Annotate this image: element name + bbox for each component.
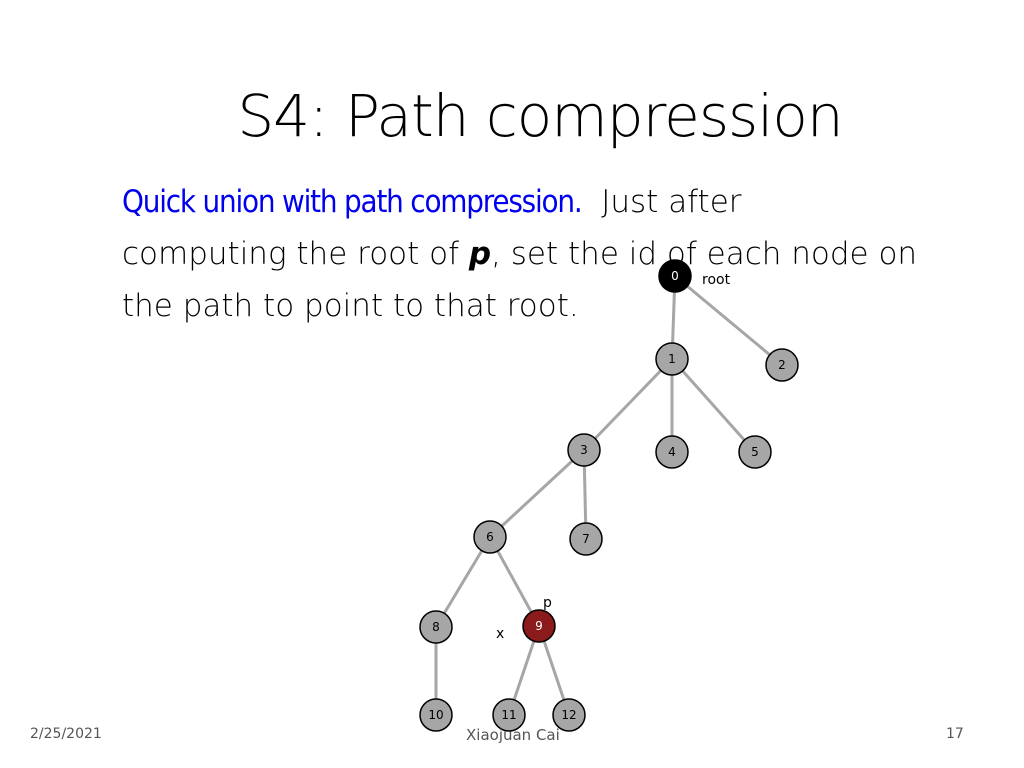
tree-edge-1-3 [582,357,674,452]
footer-date: 2/25/2021 [30,726,102,742]
tree-node-circle-3 [567,433,601,467]
body-p-variable: p [468,236,492,272]
tree-node-8: 8 [419,610,453,644]
tree-node-label-7: 7 [582,532,590,546]
tree-edge-0-2 [674,274,783,367]
tree-edge-6-9 [488,536,541,627]
tree-node-label-12: 12 [561,708,576,722]
body-text-2: computing the root of [122,236,469,272]
body-line-2: computing the root of p, set the id of e… [122,228,942,280]
tree-node-circle-10 [419,698,453,732]
body-text-3: , set the id of each node on [491,236,918,272]
tree-node-label-5: 5 [751,445,759,459]
root-annotation: root [702,272,731,288]
tree-node-circle-2 [765,348,799,382]
tree-node-circle-4 [655,435,689,469]
tree-node-2: 2 [765,348,799,382]
tree-node-circle-1 [655,342,689,376]
tree-node-label-3: 3 [580,443,588,457]
tree-edge-6-8 [434,536,492,628]
tree-node-circle-9 [522,609,556,643]
tree-node-label-9: 9 [535,619,543,633]
tree-edge-3-6 [488,448,586,539]
tree-node-circle-0 [658,259,692,293]
body-lead: Quick union with path compression. [122,184,583,220]
tree-node-1: 1 [655,342,689,376]
body-text-4: the path to point to that root. [122,288,579,324]
body-text-1: Just after [581,184,742,220]
tree-node-5: 5 [738,435,772,469]
slide-title: S4: Path compression [237,82,843,150]
tree-node-9: 9 [522,609,556,643]
tree-node-circle-11 [492,698,526,732]
tree-node-circle-8 [419,610,453,644]
tree-node-circle-7 [569,522,603,556]
p-annotation: p [543,595,552,611]
tree-node-label-1: 1 [668,352,676,366]
tree-node-label-2: 2 [778,358,786,372]
tree-edges [434,274,783,716]
x-annotation: x [496,626,504,642]
tree-node-circle-5 [738,435,772,469]
tree-node-label-11: 11 [501,708,516,722]
tree-node-label-10: 10 [428,708,443,722]
tree-annotations: root p x [496,272,731,642]
tree-node-circle-12 [552,698,586,732]
tree-node-label-8: 8 [432,620,440,634]
tree-node-7: 7 [569,522,603,556]
slide-body: Quick union with path compression. Just … [122,176,942,332]
tree-node-label-6: 6 [486,530,494,544]
tree-node-label-4: 4 [668,445,676,459]
footer-author: Xiaojuan Cai [466,726,560,744]
footer-page-number: 17 [946,726,964,742]
tree-node-10: 10 [419,698,453,732]
body-line-1: Quick union with path compression. Just … [122,176,942,228]
tree-node-12: 12 [552,698,586,732]
body-line-3: the path to point to that root. [122,280,942,332]
tree-node-6: 6 [473,520,507,554]
tree-node-3: 3 [567,433,601,467]
tree-node-0: 0 [658,259,692,293]
tree-node-circle-6 [473,520,507,554]
tree-node-label-0: 0 [671,269,679,283]
tree-node-11: 11 [492,698,526,732]
tree-node-4: 4 [655,435,689,469]
tree-edge-1-5 [670,358,757,453]
